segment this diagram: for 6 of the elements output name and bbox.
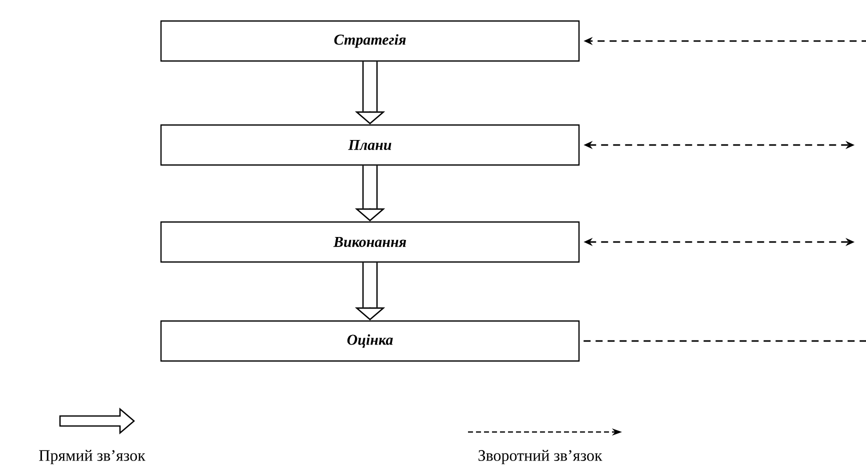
process-box: Оцінка (160, 320, 580, 362)
process-box: Стратегія (160, 20, 580, 62)
process-box: Виконання (160, 221, 580, 263)
legend-text: Прямий зв’язок (39, 450, 146, 464)
process-box: Плани (160, 124, 580, 166)
legend-text: Зворотний зв’язок (478, 450, 602, 464)
